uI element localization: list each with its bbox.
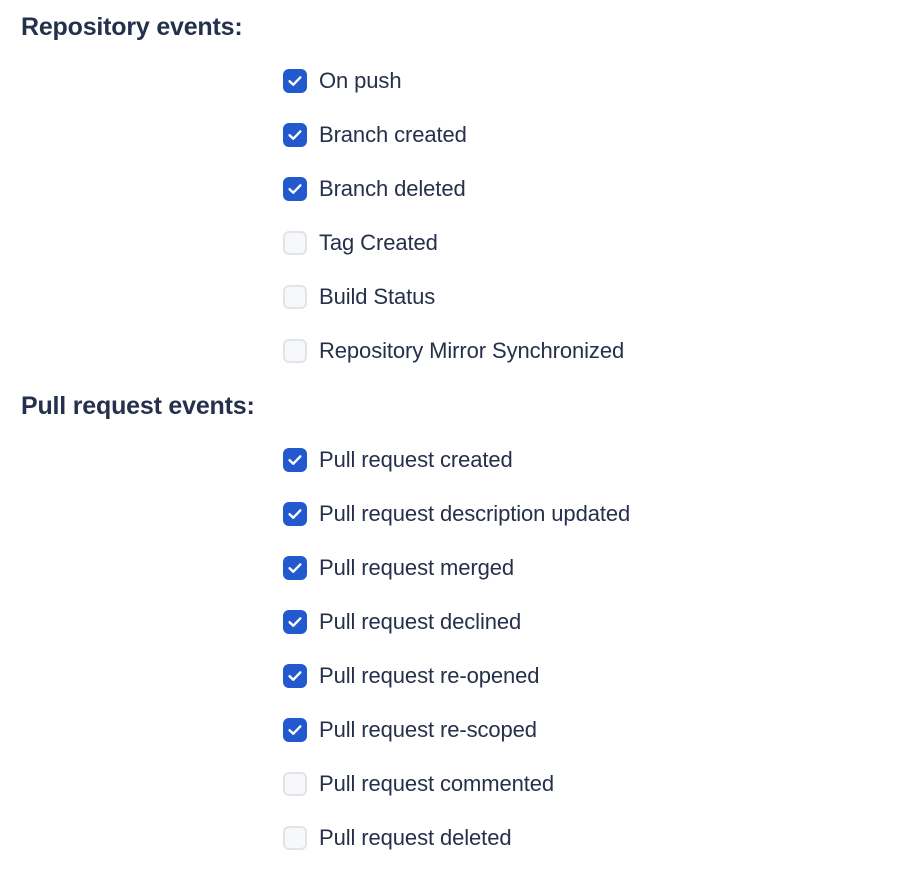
checkbox-label: Pull request re-opened [319,663,540,688]
checkbox-label: Tag Created [319,230,438,255]
repository-events-heading: Repository events: [21,13,243,41]
pull-request-events-section: Pull request events: Pull request create… [0,379,914,865]
checkbox-label: Branch deleted [319,176,466,201]
checkbox-row[interactable]: Branch deleted [0,162,914,216]
checkbox-checked[interactable] [283,718,307,742]
checkbox-label: Pull request commented [319,771,555,796]
checkbox-checked[interactable] [283,123,307,147]
check-icon [288,184,302,194]
checkbox-label: Pull request declined [319,609,522,634]
checkbox-row[interactable]: On push [0,54,914,108]
check-icon [288,76,302,86]
check-icon [288,455,302,465]
checkbox-row[interactable]: Repository Mirror Synchronized [0,324,914,378]
checkbox-row[interactable]: Pull request declined [0,595,914,649]
checkbox-unchecked[interactable] [283,772,307,796]
checkbox-checked[interactable] [283,448,307,472]
checkbox-label: Repository Mirror Synchronized [319,338,625,363]
check-icon [288,130,302,140]
checkbox-checked[interactable] [283,610,307,634]
checkbox-checked[interactable] [283,502,307,526]
check-icon [288,617,302,627]
checkbox-checked[interactable] [283,69,307,93]
check-icon [288,725,302,735]
checkbox-label: Pull request description updated [319,501,631,526]
checkbox-row[interactable]: Pull request deleted [0,811,914,865]
checkbox-row[interactable]: Build Status [0,270,914,324]
checkbox-unchecked[interactable] [283,231,307,255]
pull-request-events-heading: Pull request events: [21,392,255,420]
check-icon [288,563,302,573]
checkbox-row[interactable]: Branch created [0,108,914,162]
checkbox-unchecked[interactable] [283,285,307,309]
checkbox-label: Build Status [319,284,436,309]
checkbox-label: Pull request merged [319,555,514,580]
checkbox-label: Pull request re-scoped [319,717,537,742]
checkbox-row[interactable]: Pull request commented [0,757,914,811]
checkbox-row[interactable]: Pull request description updated [0,487,914,541]
checkbox-checked[interactable] [283,556,307,580]
checkbox-label: Pull request deleted [319,825,512,850]
checkbox-unchecked[interactable] [283,339,307,363]
checkbox-row[interactable]: Pull request re-scoped [0,703,914,757]
checkbox-label: On push [319,68,402,93]
checkbox-label: Pull request created [319,447,513,472]
checkbox-row[interactable]: Pull request re-opened [0,649,914,703]
check-icon [288,671,302,681]
checkbox-row[interactable]: Pull request created [0,433,914,487]
checkbox-checked[interactable] [283,664,307,688]
checkbox-row[interactable]: Tag Created [0,216,914,270]
check-icon [288,509,302,519]
checkbox-row[interactable]: Pull request merged [0,541,914,595]
checkbox-unchecked[interactable] [283,826,307,850]
checkbox-label: Branch created [319,122,467,147]
checkbox-checked[interactable] [283,177,307,201]
